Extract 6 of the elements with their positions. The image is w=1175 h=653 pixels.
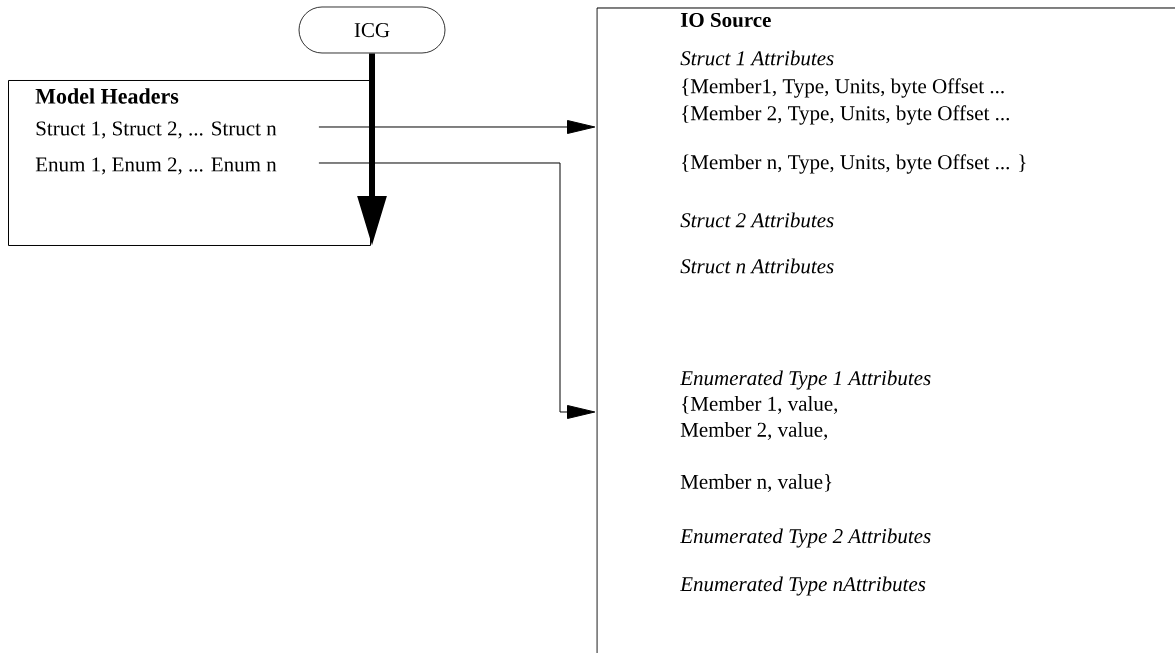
- item-text: Enum 1, Enum 2, ... Enum n: [35, 157, 277, 175]
- item-text: Struct 1, Struct 2, ... Struct n: [36, 121, 277, 139]
- terminal-box: ICG: [298, 6, 446, 54]
- open-box: IO Source Struct 1 Attributes {Member1, Type, Units, byte Offset ... {Member 2, Type, Units, byte Offset ... {Member n, Type, Units, byte Offset ... } Struct 2 Attributes Struct n Attributes Enumerated Type 1 Attributes {Member 1, value, Member 2, value, Member n, value} Enumerated Type 2 Attributes Enumerated Type nAttributes: [596, 7, 1175, 653]
- arrow: [318, 120, 596, 134]
- arrow: [318, 162, 596, 419]
